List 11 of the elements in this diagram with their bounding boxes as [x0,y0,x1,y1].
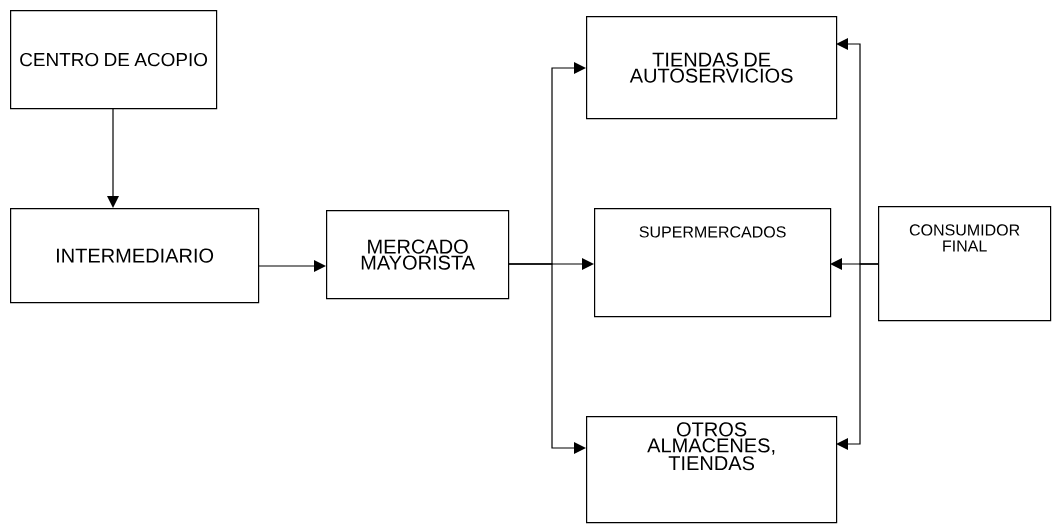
arrow [836,263,879,450]
process-box: INTERMEDIARIO [10,208,260,304]
process-box: OTROS ALMACENES, TIENDAS [586,416,838,524]
process-box: CENTRO DE ACOPIO [10,10,218,110]
arrow [257,260,326,272]
process-box: MERCADO MAYORISTA [326,210,510,300]
process-box: CONSUMIDOR FINAL [878,206,1052,322]
arrow [107,107,119,208]
process-box: TIENDAS DE AUTOSERVICIOS [586,16,838,120]
process-box: SUPERMERCADOS [594,208,832,318]
arrow [507,263,586,454]
